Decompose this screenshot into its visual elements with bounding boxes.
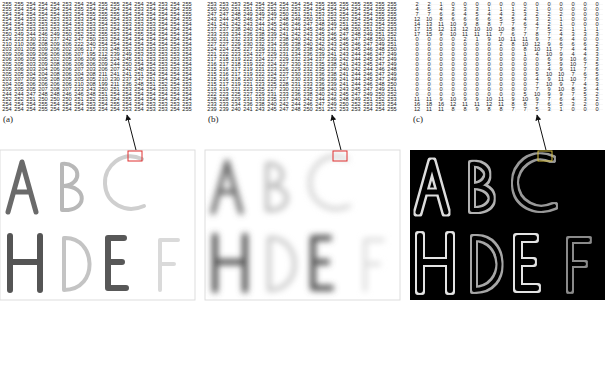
pixel-value: 251 [314, 107, 326, 112]
pixel-value: 253 [121, 107, 133, 112]
blurred-image [205, 150, 400, 300]
pixel-table: 2532532532542542542542542542552552552552… [206, 2, 398, 112]
pixel-value: 254 [1, 107, 13, 112]
pixel-value: 254 [169, 107, 181, 112]
pixel-value: 254 [25, 107, 37, 112]
edge-image [410, 150, 605, 300]
pixel-value: 7 [507, 107, 519, 112]
cell-grid [206, 2, 398, 112]
pixel-value: 254 [49, 107, 61, 112]
pixel-value: 8 [483, 107, 495, 112]
pixel-value: 255 [85, 107, 97, 112]
pixel-value: 254 [73, 107, 85, 112]
cell-grid [411, 2, 603, 112]
pixel-value: 250 [302, 107, 314, 112]
pixel-value: 255 [37, 107, 49, 112]
pixel-value: 12 [411, 107, 423, 112]
pixel-value: 239 [206, 107, 218, 112]
pixel-table: 2552552542542542532542542552552542542542… [1, 2, 193, 112]
pixel-value: 254 [13, 107, 25, 112]
pixel-value: 8 [447, 107, 459, 112]
pixel-value: 255 [181, 107, 193, 112]
original-image [0, 150, 195, 300]
pixel-value: 254 [374, 107, 386, 112]
pixel-value: 254 [61, 107, 73, 112]
pixel-value: 252 [326, 107, 338, 112]
pixel-value: 254 [362, 107, 374, 112]
panel-label: (c) [413, 114, 423, 124]
pixel-value: 243 [254, 107, 266, 112]
pixel-value: 9 [471, 107, 483, 112]
pixel-value: 245 [266, 107, 278, 112]
cell-grid [1, 2, 193, 112]
leader-arrow [537, 115, 546, 150]
pixel-value: 0 [591, 107, 603, 112]
pixel-value: 253 [157, 107, 169, 112]
pixel-value: 0 [567, 107, 579, 112]
pixel-value: 253 [350, 107, 362, 112]
pixel-value: 241 [242, 107, 254, 112]
pixel-value: 3 [543, 107, 555, 112]
leader-arrow [127, 115, 136, 150]
pixel-value: 239 [218, 107, 230, 112]
pixel-value: 5 [531, 107, 543, 112]
pixel-value: 248 [290, 107, 302, 112]
pixel-value: 7 [519, 107, 531, 112]
pixel-value: 247 [278, 107, 290, 112]
pixel-value: 240 [230, 107, 242, 112]
pixel-value: 8 [459, 107, 471, 112]
pixel-value: 254 [133, 107, 145, 112]
panel-label: (b) [208, 114, 219, 124]
pixel-value: 0 [579, 107, 591, 112]
pixel-value: 254 [109, 107, 121, 112]
pixel-table: 2210000000000000454333111210000077664544… [411, 2, 603, 112]
pixel-value: 255 [386, 107, 398, 112]
pixel-value: 253 [145, 107, 157, 112]
pixel-value: 8 [495, 107, 507, 112]
panel-label: (a) [3, 114, 13, 124]
leader-arrow [332, 115, 341, 150]
pixel-value: 11 [423, 107, 435, 112]
pixel-value: 11 [435, 107, 447, 112]
pixel-value: 1 [555, 107, 567, 112]
pixel-value: 253 [338, 107, 350, 112]
pixel-value: 254 [97, 107, 109, 112]
